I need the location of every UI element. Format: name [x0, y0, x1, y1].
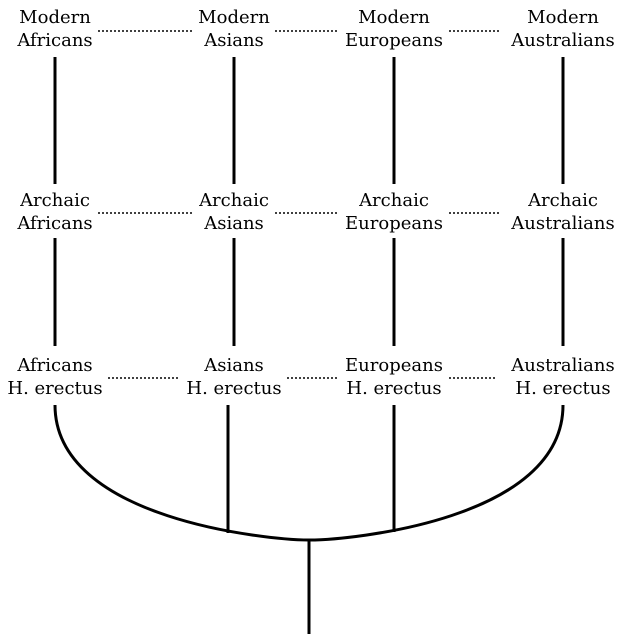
- modern-row: Modern Africans Modern Asians Modern Eur…: [16, 7, 614, 51]
- node-label: Europeans: [345, 30, 443, 51]
- node-label: Modern: [358, 7, 430, 28]
- node-label: Africans: [16, 355, 92, 376]
- node-label: H. erectus: [7, 378, 102, 399]
- node-label: H. erectus: [346, 378, 441, 399]
- node-label: Archaic: [527, 190, 598, 211]
- node-label: Modern: [19, 7, 91, 28]
- node-label: Archaic: [19, 190, 90, 211]
- archaic-row: Archaic Africans Archaic Asians Archaic …: [16, 190, 614, 234]
- common-ancestor-curve: [53, 404, 565, 542]
- erectus-row: Africans H. erectus Asians H. erectus Eu…: [7, 355, 614, 399]
- node-label: Archaic: [198, 190, 269, 211]
- node-label: Asians: [203, 213, 264, 234]
- node-label: Australians: [510, 30, 614, 51]
- node-label: Australians: [510, 213, 614, 234]
- node-label: H. erectus: [515, 378, 610, 399]
- node-label: Asians: [203, 355, 264, 376]
- node-label: Europeans: [345, 213, 443, 234]
- node-label: Australians: [510, 355, 614, 376]
- node-label: Modern: [198, 7, 270, 28]
- node-label: Asians: [203, 30, 264, 51]
- node-label: Europeans: [345, 355, 443, 376]
- node-label: Africans: [16, 30, 92, 51]
- node-label: Modern: [527, 7, 599, 28]
- node-label: Archaic: [358, 190, 429, 211]
- node-label: Africans: [16, 213, 92, 234]
- lineage-lines: [53, 57, 565, 634]
- node-label: H. erectus: [186, 378, 281, 399]
